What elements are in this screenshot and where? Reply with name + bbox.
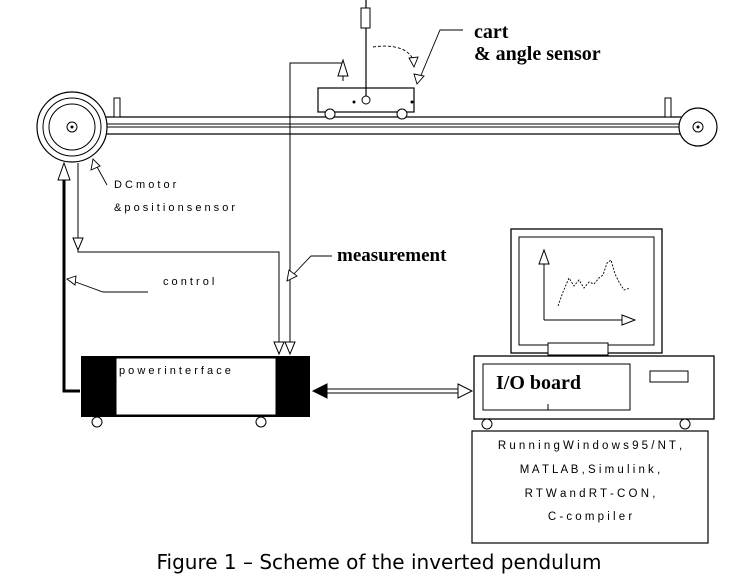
software-line-3: R T W a n d R T - C O N , — [525, 488, 656, 500]
right-end-stop — [664, 97, 672, 118]
measurement-label: measurement — [337, 245, 447, 266]
control-leader — [69, 279, 148, 293]
power-interface-label: p o w e r i n t e r f a c e — [119, 365, 231, 377]
pc-link-arrow — [311, 383, 474, 399]
monitor-graph — [538, 248, 637, 326]
angle-swing-arrow — [372, 45, 415, 63]
idler-pulley — [678, 107, 718, 147]
dc-motor-label: D C m o t o r — [114, 179, 177, 191]
measurement-leader — [291, 255, 332, 277]
software-box — [471, 430, 709, 544]
left-end-stop — [113, 97, 121, 118]
control-cable — [57, 161, 80, 393]
control-label: c o n t r o l — [163, 276, 214, 288]
cart-label-line2: & angle sensor — [474, 43, 601, 65]
measurement-line — [284, 58, 349, 356]
position-sensor-line — [72, 163, 285, 356]
monitor — [510, 228, 663, 356]
position-sensor-label: & p o s i t i o n s e n s o r — [114, 202, 235, 214]
figure-caption: Figure 1 – Scheme of the inverted pendul… — [156, 550, 601, 574]
pc-case — [473, 355, 715, 430]
cart-label-line1: cart — [474, 21, 509, 43]
power-interface-box — [81, 356, 310, 428]
pendulum-rod — [360, 0, 371, 96]
cart — [317, 87, 415, 120]
software-line-4: C - c o m p i l e r — [548, 511, 633, 523]
software-line-2: M A T L A B , S i m u l i n k , — [520, 464, 660, 476]
dc-motor-pulley — [36, 91, 108, 163]
io-board-label: I/O board — [496, 372, 581, 394]
cart-leader-line — [418, 29, 463, 81]
track-rail — [72, 116, 700, 135]
software-line-1: R u n n i n g W i n d o w s 9 5 / N T , — [498, 440, 682, 452]
dc-motor-leader — [95, 164, 108, 186]
